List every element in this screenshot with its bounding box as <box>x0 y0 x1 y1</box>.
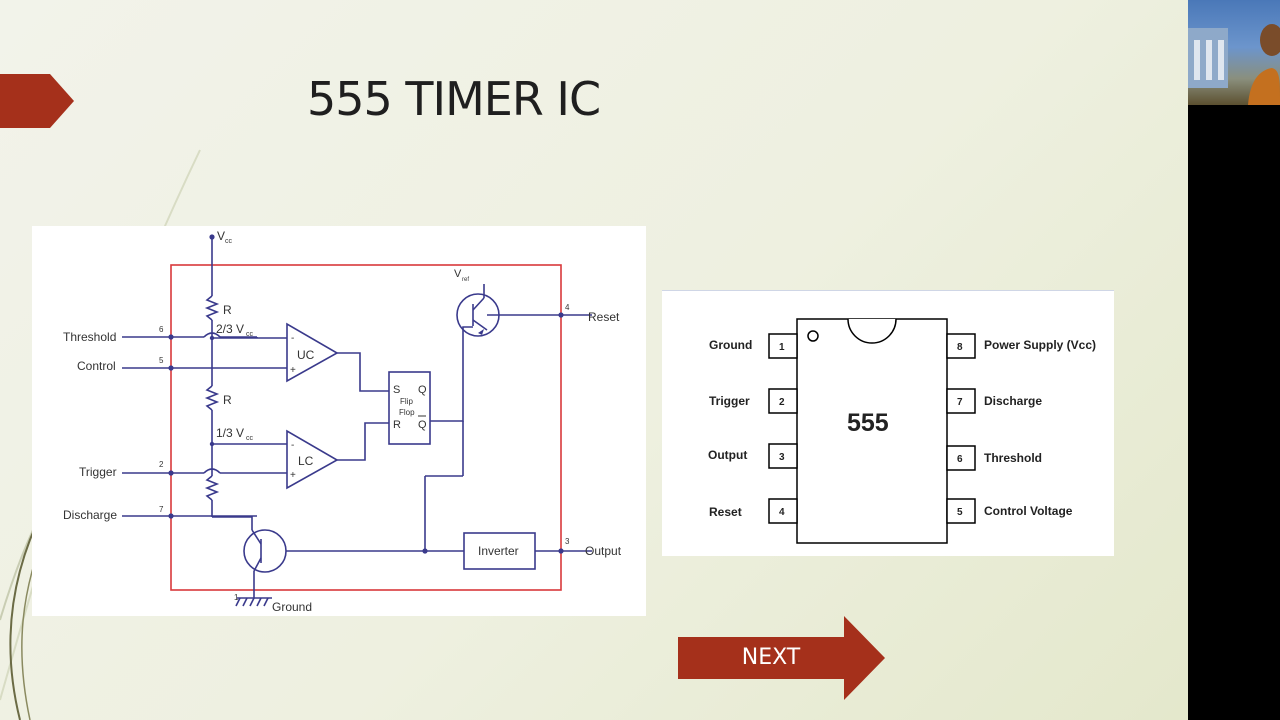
upper-comparator <box>286 322 339 383</box>
svg-text:+: + <box>290 365 296 376</box>
chip-boundary <box>170 264 562 591</box>
slide: 555 TIMER IC <box>0 0 1188 720</box>
ground-pin: 1 <box>234 593 239 602</box>
pin-8-name: Power Supply (Vcc) <box>984 338 1096 352</box>
pinout-diagram: 555 1 2 3 4 8 7 6 5 Ground Trigger Outpu… <box>708 318 1096 544</box>
chip-label: 555 <box>847 409 889 437</box>
output-pin: 3 <box>565 537 570 546</box>
reset-label: Reset <box>588 310 620 324</box>
circuit-diagram: V cc V ref R R 2/3 V cc 1/3 V cc UC LC -… <box>63 229 622 614</box>
svg-text:-: - <box>291 440 294 451</box>
threshold-label: Threshold <box>63 330 116 344</box>
video-strip <box>1188 0 1280 720</box>
resistor-middle <box>204 385 220 411</box>
svg-text:+: + <box>290 470 296 481</box>
pin-6-box <box>946 445 976 471</box>
webcam-feed <box>1188 0 1280 105</box>
upper-comparator-label: UC <box>297 348 315 362</box>
pin-7-box <box>946 388 976 414</box>
next-arrow-icon <box>678 616 885 700</box>
trigger-label: Trigger <box>79 465 117 479</box>
discharge-label: Discharge <box>63 508 117 522</box>
pin-1-box <box>768 333 798 359</box>
circuit-diagram-panel: V cc V ref R R 2/3 V cc 1/3 V cc UC LC -… <box>32 226 646 616</box>
ff-r: R <box>393 419 401 431</box>
pin-7-num: 7 <box>957 397 963 408</box>
ff-flip: Flip <box>400 397 413 406</box>
lower-ref-label: 1/3 V <box>216 426 244 440</box>
presenter-video-icon <box>1188 24 1280 105</box>
pin-4-name: Reset <box>709 505 742 519</box>
reset-pin: 4 <box>565 303 570 312</box>
control-label: Control <box>77 359 116 373</box>
resistor-top <box>204 295 220 321</box>
next-button[interactable]: NEXT <box>678 616 886 700</box>
lower-ref-sub: cc <box>246 435 254 442</box>
pin-1-name: Ground <box>709 338 752 352</box>
control-pin: 5 <box>159 356 164 365</box>
output-label: Output <box>585 544 622 558</box>
vref-sub: ref <box>462 277 469 283</box>
vcc-sub: cc <box>225 238 233 245</box>
ff-q: Q <box>418 384 427 396</box>
pin-3-box <box>768 443 798 469</box>
pin-2-name: Trigger <box>709 394 750 408</box>
pin-8-box <box>946 333 976 359</box>
pin-4-num: 4 <box>779 507 785 518</box>
pin-6-num: 6 <box>957 454 963 465</box>
title-arrow-icon <box>0 74 74 128</box>
resistor-bottom <box>204 475 220 501</box>
resistor-middle-label: R <box>223 393 232 407</box>
pin-3-num: 3 <box>779 452 785 463</box>
lower-comparator-label: LC <box>298 454 314 468</box>
discharge-pin: 7 <box>159 505 164 514</box>
vcc-label: V <box>217 229 225 243</box>
ff-s: S <box>393 384 400 396</box>
ic-body <box>796 318 948 544</box>
threshold-pin: 6 <box>159 325 164 334</box>
pin-1-num: 1 <box>779 342 785 353</box>
vref-label: V <box>454 268 462 280</box>
ground-label: Ground <box>272 600 312 614</box>
pin-5-name: Control Voltage <box>984 504 1073 518</box>
pin-4-box <box>768 498 798 524</box>
flip-flop <box>388 371 431 445</box>
pin-5-box <box>946 498 976 524</box>
pin-2-num: 2 <box>779 397 785 408</box>
pin-2-box <box>768 388 798 414</box>
pinout-diagram-panel: 555 1 2 3 4 8 7 6 5 Ground Trigger Outpu… <box>662 290 1114 556</box>
pin-5-num: 5 <box>957 507 963 518</box>
svg-text:-: - <box>291 333 294 344</box>
pin-8-num: 8 <box>957 342 963 353</box>
pin-3-name: Output <box>708 448 747 462</box>
upper-ref-label: 2/3 V <box>216 322 244 336</box>
slide-title: 555 TIMER IC <box>307 72 601 126</box>
ff-qbar: Q <box>418 419 427 431</box>
ic-notch <box>847 318 897 344</box>
inverter-label: Inverter <box>478 544 519 558</box>
discharge-transistor <box>243 529 287 573</box>
resistor-top-label: R <box>223 303 232 317</box>
trigger-pin: 2 <box>159 460 164 469</box>
lower-comparator <box>286 429 339 490</box>
pin-6-name: Threshold <box>984 451 1042 465</box>
upper-ref-sub: cc <box>246 331 254 338</box>
next-button-label: NEXT <box>741 645 801 670</box>
pin-7-name: Discharge <box>984 394 1042 408</box>
ff-flop: Flop <box>399 408 415 417</box>
pin1-dot-icon <box>807 330 819 342</box>
